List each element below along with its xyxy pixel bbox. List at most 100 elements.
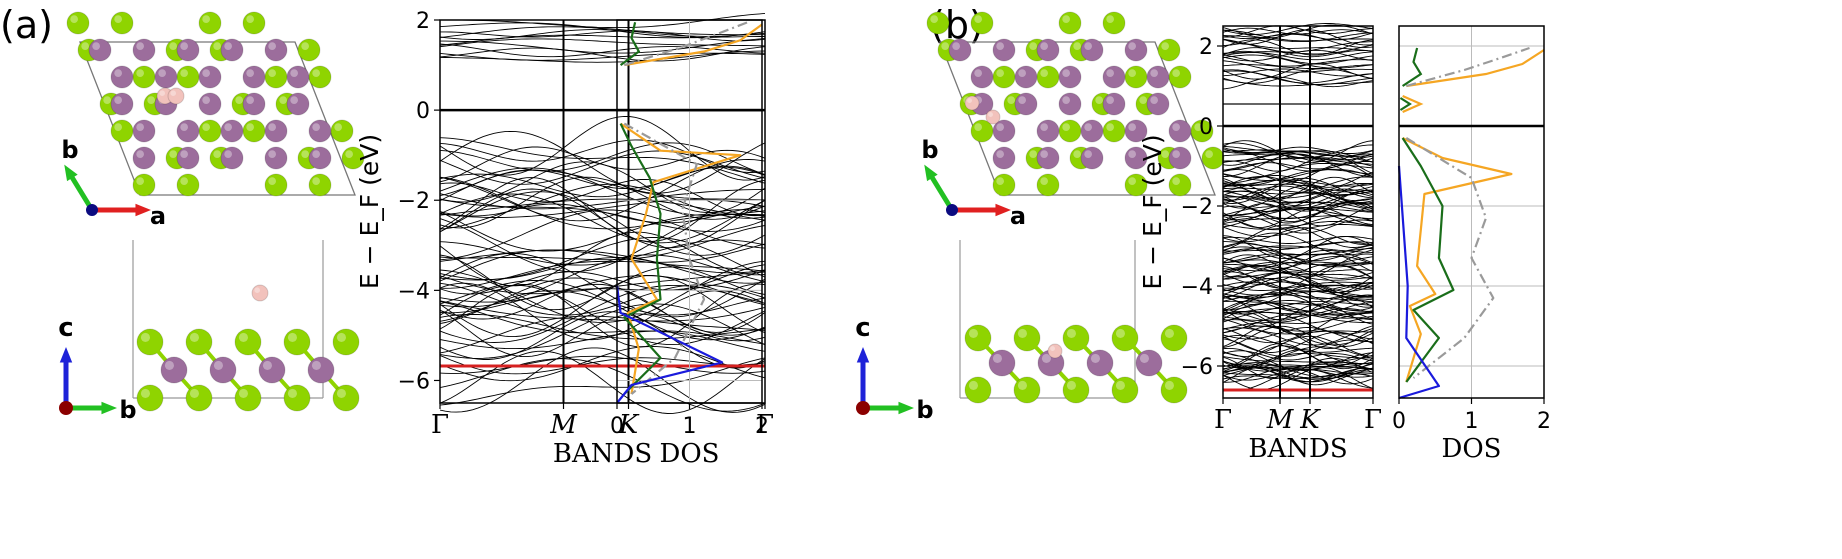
metal-atom-top-17 (1080, 119, 1104, 143)
kpoint-label-2: K (618, 410, 640, 440)
metal-atom-top-24 (308, 146, 332, 170)
host-atom-top-21-highlight (213, 150, 221, 158)
dos-xtick-label-2: 2 (755, 414, 769, 439)
axis-b-side-arrow (66, 401, 117, 415)
valence-band-69 (439, 357, 766, 406)
dos-conduction-curve-0 (624, 23, 763, 67)
valence-band-20 (1222, 281, 1374, 300)
valence-band-149 (1222, 247, 1374, 263)
valence-band-9 (439, 346, 766, 382)
valence-band-110 (1222, 317, 1374, 332)
dos-xlabel: DOS (1442, 434, 1502, 464)
unit-cell-top (79, 41, 356, 196)
ytick-label-2: −2 (398, 189, 430, 214)
valence-band-144 (1222, 360, 1373, 372)
metal-atom-top-20-sphere (992, 146, 1016, 170)
host-atom-side-bottom-0-highlight (968, 380, 978, 391)
host-atom-top-9-highlight (180, 69, 188, 77)
dos-curve-green (619, 123, 662, 395)
valence-band-106 (1222, 153, 1374, 162)
metal-atom-top-24-highlight (1172, 150, 1180, 158)
host-atom-top-24-sphere (992, 173, 1016, 197)
metal-atom-top-20-highlight (996, 150, 1005, 158)
axis-b-label: b (61, 136, 78, 164)
metal-atom-side-0 (988, 349, 1016, 377)
host-atom-top-24-sphere (132, 173, 156, 197)
host-atom-top-1-highlight (114, 15, 122, 23)
metal-atom-top-15-sphere (132, 119, 156, 143)
host-atom-side-bottom-1-highlight (189, 388, 199, 399)
dos-xtick-label-0: 0 (1392, 409, 1406, 434)
valence-band-20 (439, 283, 766, 333)
bands-xlabel: BANDS (1248, 434, 1347, 464)
dos-defect-peak-orange (1402, 94, 1424, 114)
adsorbate-atom-top-2-highlight (170, 90, 176, 96)
host-atom-side-bottom-2-highlight (238, 388, 248, 399)
host-atom-top-3-highlight (1106, 15, 1114, 23)
metal-atom-top-12 (198, 92, 222, 116)
valence-band-0 (439, 253, 766, 318)
host-atom-side-bottom-0-sphere (964, 376, 992, 404)
valence-band-136 (1222, 301, 1374, 315)
valence-band-25 (439, 249, 766, 282)
host-atom-top-13-highlight (147, 96, 155, 104)
metal-atom-side-2 (1086, 349, 1114, 377)
host-atom-side-top-4 (1160, 324, 1188, 352)
metal-atom-top-5-sphere (110, 65, 134, 89)
dos-xtick-label-0: 0 (610, 414, 624, 439)
adsorbate-atom-top-1-highlight (967, 98, 972, 104)
host-atom-top-2-sphere (1058, 11, 1082, 35)
metal-atom-top-2-sphere (176, 38, 200, 62)
ytick-label-3: −4 (1181, 275, 1213, 300)
host-atom-top-15-highlight (1139, 96, 1147, 104)
metal-atom-top-17-sphere (220, 119, 244, 143)
adsorbate-atom-top-1-sphere (964, 95, 980, 111)
metal-atom-top-19-highlight (312, 123, 320, 131)
ytick-label-0: 2 (416, 9, 430, 34)
host-atom-top-2 (198, 11, 222, 35)
host-atom-side-bottom-4-sphere (1160, 376, 1188, 404)
metal-atom-top-9-sphere (1146, 65, 1170, 89)
valence-band-57 (439, 243, 766, 289)
host-atom-top-1 (970, 11, 994, 35)
valence-band-40 (1222, 346, 1374, 369)
metal-atom-top-21-sphere (1036, 146, 1060, 170)
valence-band-143 (1222, 198, 1374, 220)
host-atom-side-bottom-0-sphere (136, 384, 164, 412)
host-atom-top-17-highlight (1062, 123, 1070, 131)
valence-band-79 (1222, 249, 1374, 266)
host-atom-top-17-sphere (1058, 119, 1082, 143)
host-atom-top-4-highlight (941, 42, 950, 51)
metal-atom-top-7 (1058, 65, 1082, 89)
metal-atom-top-22-highlight (224, 150, 232, 158)
conduction-band-26 (1222, 23, 1374, 35)
metal-atom-top-12-highlight (1062, 96, 1070, 104)
metal-atom-top-12-sphere (1058, 92, 1082, 116)
conduction-band-2 (439, 26, 765, 38)
metal-atom-top-3-highlight (224, 42, 232, 51)
host-atom-top-27 (308, 173, 332, 197)
valence-band-31 (1222, 308, 1374, 323)
kpoint-label-3: Γ (1364, 405, 1382, 435)
host-atom-side-bottom-2-highlight (1066, 380, 1076, 391)
metal-atom-top-21-highlight (180, 150, 188, 158)
host-atom-top-20-highlight (169, 150, 177, 158)
valence-band-33 (439, 176, 766, 229)
metal-atom-top-20 (132, 146, 156, 170)
host-atom-side-bottom-0 (136, 384, 164, 412)
host-atom-top-3-sphere (1102, 11, 1126, 35)
host-atom-top-18-sphere (242, 119, 266, 143)
host-atom-side-bottom-3-sphere (1111, 376, 1139, 404)
valence-band-26 (439, 231, 766, 287)
host-atom-side-top-3-highlight (1115, 328, 1125, 339)
metal-atom-side-3-sphere (307, 356, 335, 384)
host-atom-side-top-4-sphere (1160, 324, 1188, 352)
dos-curve-green (1401, 137, 1455, 383)
host-atom-top-11-sphere (308, 65, 332, 89)
dos-conduction-curve-1 (1401, 47, 1423, 87)
host-atom-top-3 (1102, 11, 1126, 35)
host-atom-top-16 (110, 119, 134, 143)
conduction-band-21 (1222, 49, 1374, 62)
